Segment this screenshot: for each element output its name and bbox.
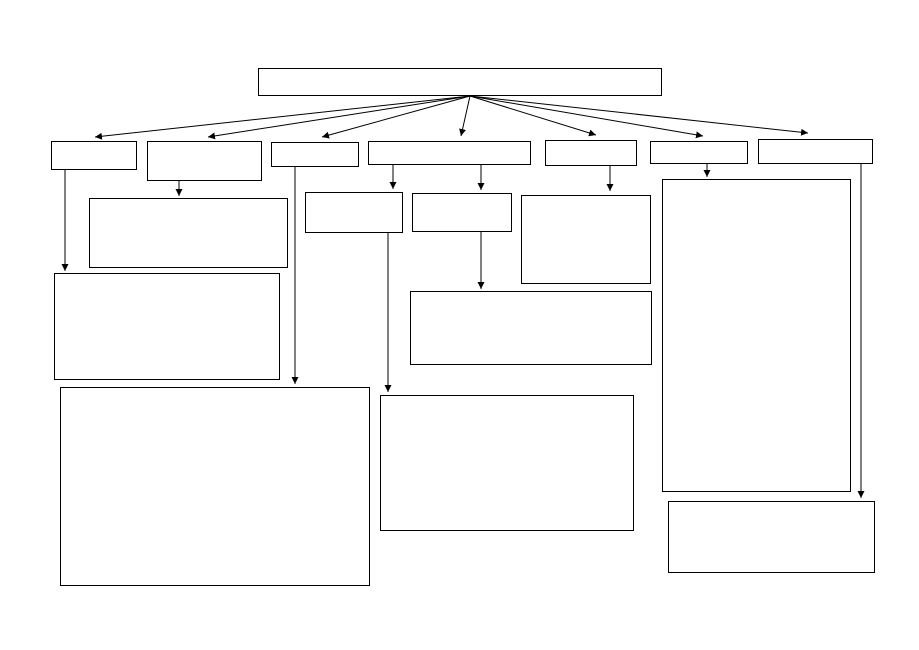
arrow-root-to-c6 [469,95,704,139]
node-c4b1 [410,291,652,365]
box-c5 [545,140,637,166]
connector-layer [61,95,865,498]
node-c3a [60,387,370,586]
arrow-root-to-c7 [469,95,809,136]
box-c2a [89,198,288,268]
node-c1 [51,141,137,170]
arrow-root-to-c2 [207,95,471,140]
node-c7 [758,139,873,164]
node-layer [51,68,875,586]
node-c6a [662,179,851,492]
box-c4 [368,141,531,165]
box-c1a [54,273,280,380]
arrow-root-to-c1 [94,95,471,140]
node-c2 [147,141,262,181]
arrow-root-to-c3 [321,95,471,139]
node-c2a [89,198,288,268]
box-c3a [60,387,370,586]
box-c5a [521,195,651,284]
box-c6a [662,179,851,492]
box-c3 [271,142,359,167]
box-c4b1 [410,291,652,365]
box-c6 [650,141,748,164]
arrow-root-to-c4 [459,95,471,137]
box-c1 [51,141,137,170]
node-root [258,68,662,96]
node-c6 [650,141,748,164]
arrow-root-to-c5 [469,95,597,137]
node-c4 [368,141,531,165]
node-c1a [54,273,280,380]
box-root [258,68,662,96]
node-c4b [412,193,512,232]
node-c5 [545,140,637,166]
box-c4b [412,193,512,232]
node-c5a [521,195,651,284]
box-c2 [147,141,262,181]
box-c7 [758,139,873,164]
node-c4a [305,192,403,233]
box-c4a [305,192,403,233]
box-c7a [668,501,875,573]
node-c7a [668,501,875,573]
node-c4a1 [380,395,634,531]
node-c3 [271,142,359,167]
box-c4a1 [380,395,634,531]
